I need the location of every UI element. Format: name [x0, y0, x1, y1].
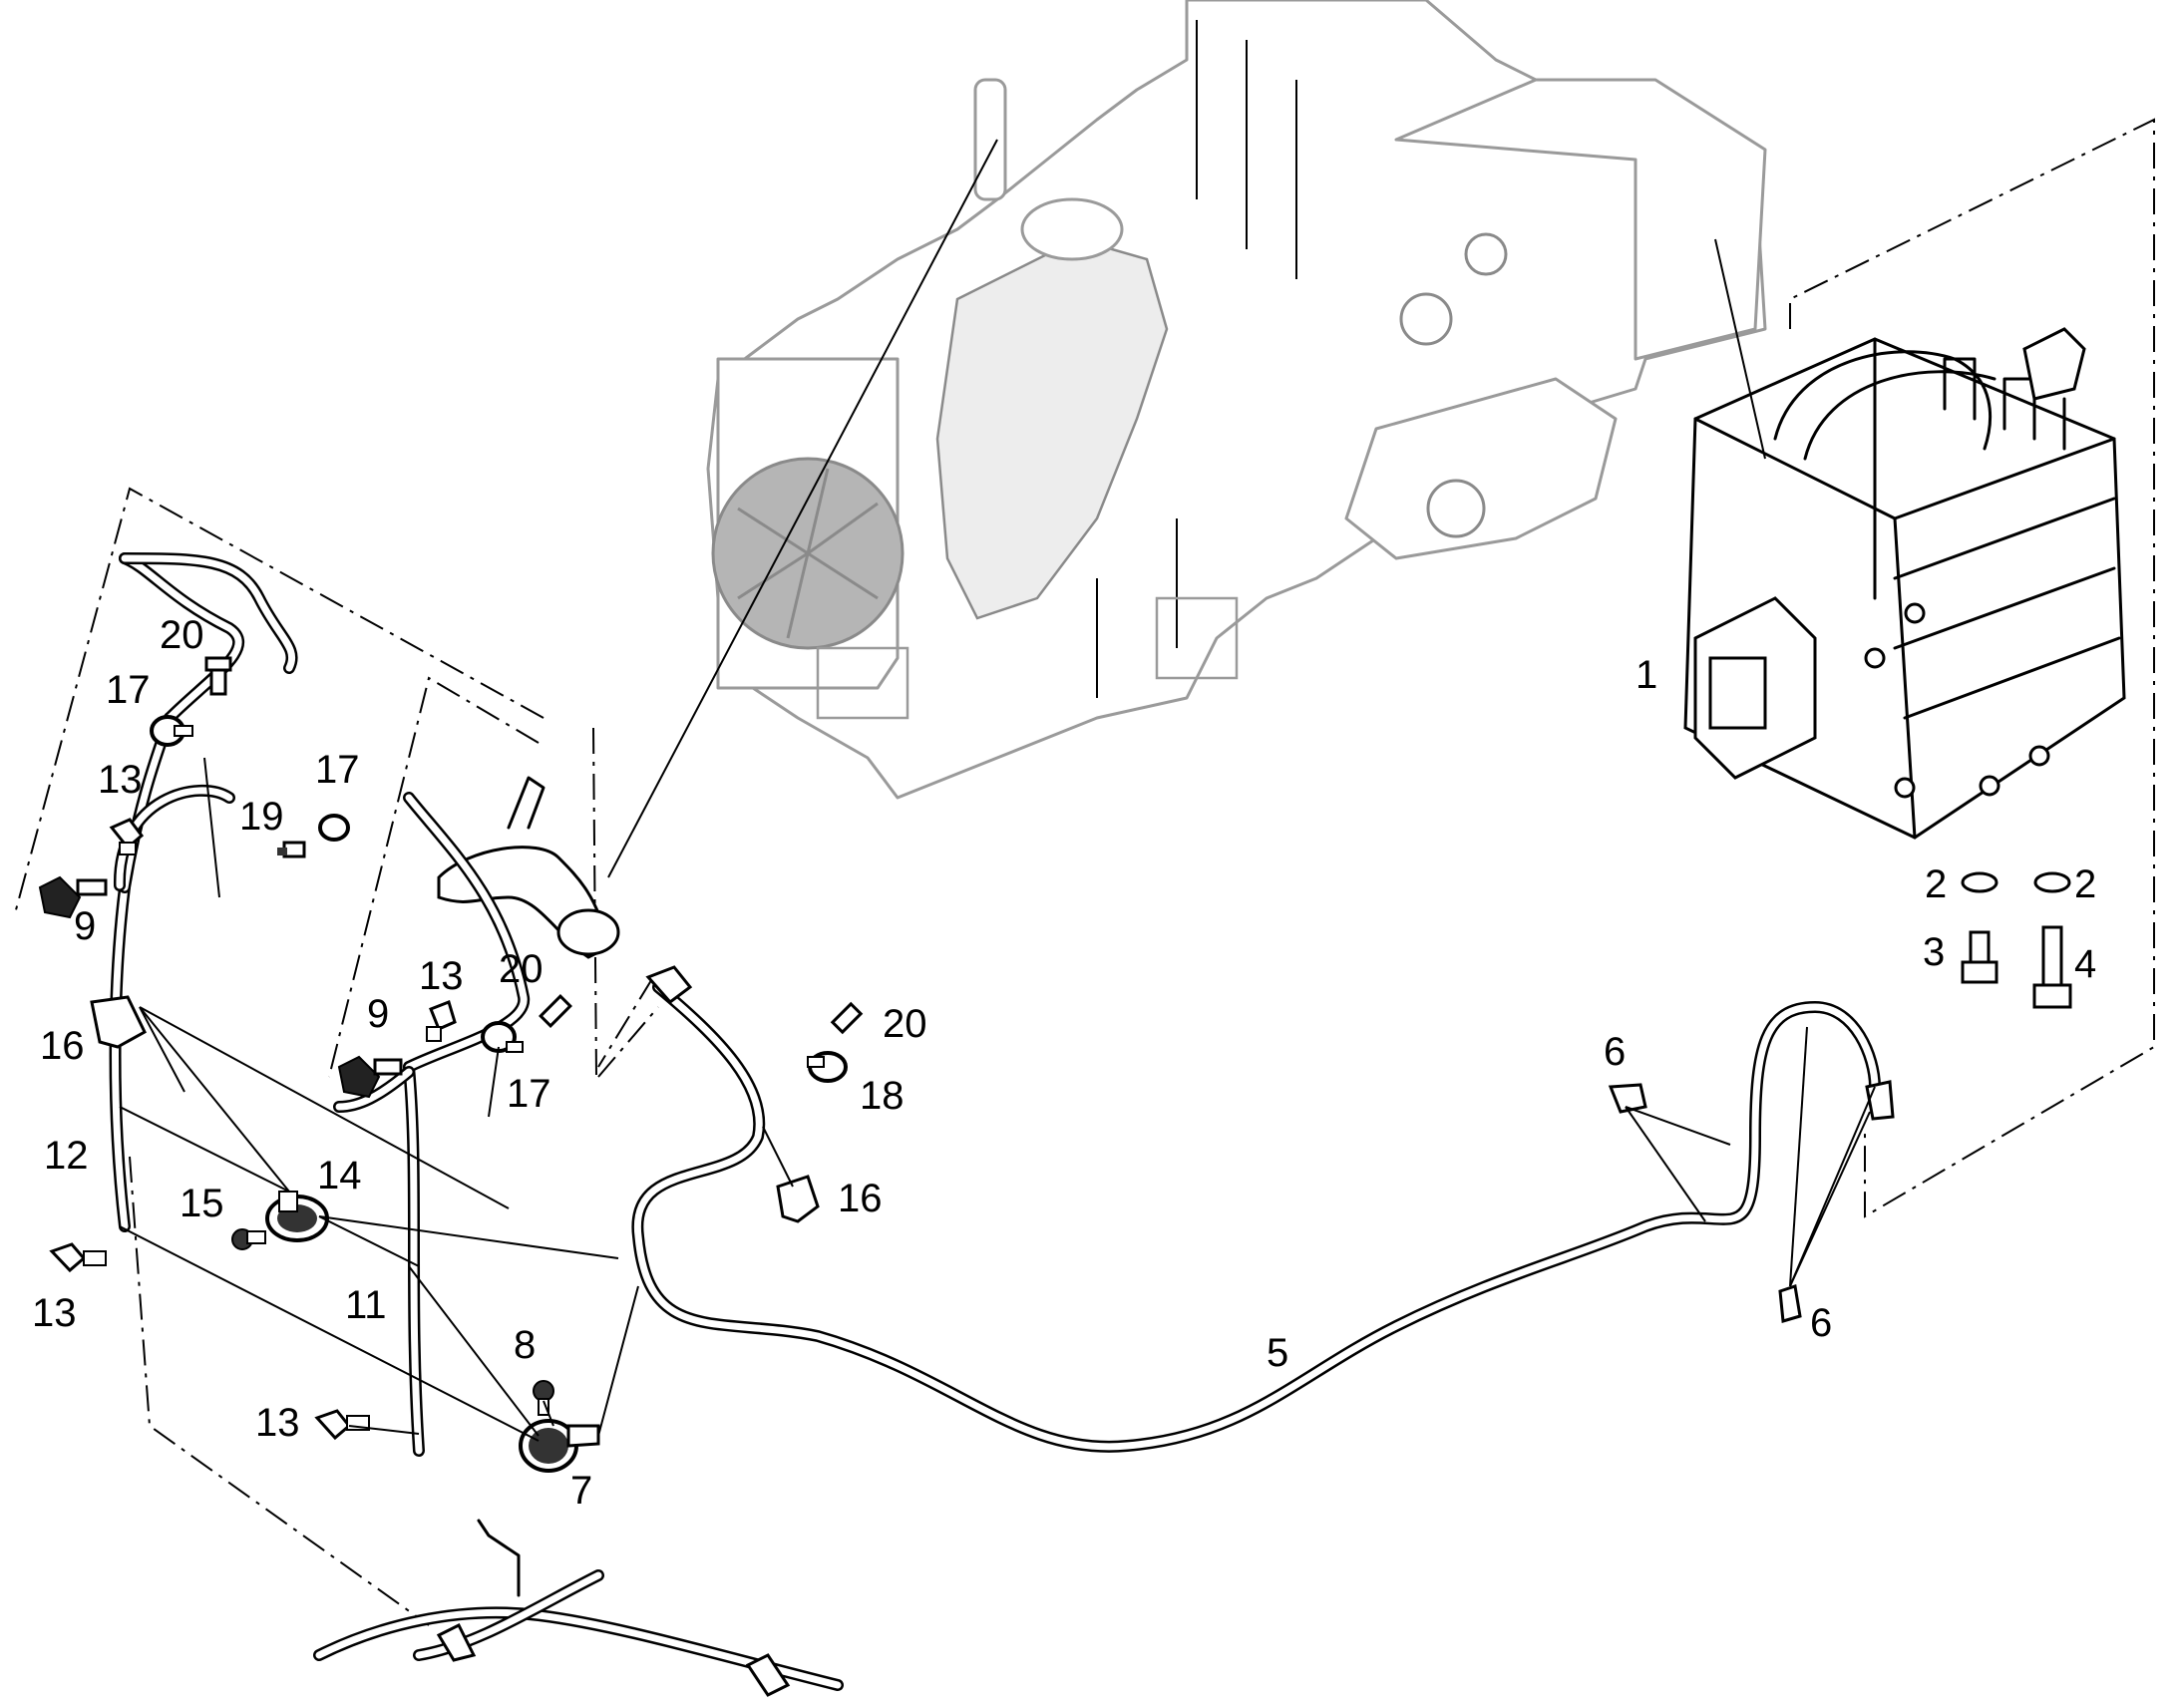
- callout-14: 14: [317, 1154, 362, 1197]
- screw-15: [231, 1228, 266, 1250]
- fan-blades: [737, 468, 879, 639]
- control-module-assembly: [1683, 327, 2126, 840]
- short-bolt: [1961, 930, 1998, 984]
- callout-17-c: 17: [507, 1072, 551, 1116]
- callout-2-right: 2: [2074, 862, 2096, 906]
- callout-labels: 1 2 2 3 4 5 6 6 7 8 9 9 11 12 13 13 13 1…: [32, 613, 2096, 1513]
- clip-6-upper: [1608, 1083, 1647, 1114]
- machine-chassis: [706, 0, 1767, 800]
- elbow-fitting-9-left: [38, 875, 108, 919]
- callout-6-upper: 6: [1604, 1030, 1626, 1074]
- fitting-19: [277, 841, 306, 858]
- callout-2-left: 2: [1925, 862, 1947, 906]
- reference-lines: [13, 118, 2155, 1626]
- p-clamp-14: [265, 1191, 329, 1242]
- callout-19: 19: [239, 795, 284, 839]
- callout-9-mid: 9: [367, 992, 389, 1036]
- p-clamp-7: [519, 1419, 600, 1473]
- callout-16-a: 16: [40, 1024, 85, 1068]
- callout-20-b: 20: [499, 947, 544, 991]
- clamp-17-c: [481, 1021, 524, 1053]
- callout-8: 8: [514, 1323, 536, 1367]
- leader-lines: [119, 757, 1876, 1442]
- bolt-20-b: [539, 994, 572, 1028]
- callout-18: 18: [860, 1074, 905, 1118]
- washer-right: [2033, 871, 2071, 893]
- connector-13-b: [426, 1000, 457, 1042]
- bolt-20-c: [830, 1001, 864, 1035]
- callout-13-b: 13: [419, 954, 464, 998]
- callout-5: 5: [1267, 1331, 1288, 1375]
- elbow-fitting-9-mid: [337, 1055, 403, 1099]
- callout-1: 1: [1635, 653, 1657, 697]
- callout-9-left: 9: [74, 904, 96, 948]
- callout-7: 7: [570, 1469, 592, 1513]
- grommet-16-a: [90, 995, 147, 1049]
- callout-12: 12: [44, 1134, 89, 1178]
- clip-6-lower: [1778, 1284, 1802, 1323]
- small-parts: [38, 656, 2072, 1697]
- clamp-18: [807, 1051, 848, 1083]
- callout-20-a: 20: [160, 613, 204, 657]
- connector-13-a: [109, 818, 145, 855]
- grommet-16-b: [776, 1175, 820, 1223]
- callout-13-a: 13: [98, 758, 143, 802]
- bolt-20-a: [204, 656, 232, 696]
- callout-3: 3: [1923, 930, 1945, 974]
- long-bolt: [2032, 925, 2072, 1009]
- callout-6-lower: 6: [1810, 1301, 1832, 1345]
- callout-13-c: 13: [32, 1291, 77, 1335]
- connector-13-d: [314, 1409, 370, 1441]
- screw-8: [533, 1380, 554, 1416]
- callout-13-d: 13: [255, 1401, 300, 1445]
- washer-left: [1961, 871, 1998, 893]
- clamp-17-a: [150, 715, 193, 747]
- callout-17-a: 17: [106, 668, 151, 712]
- callout-20-c: 20: [883, 1002, 927, 1046]
- callout-4: 4: [2074, 942, 2096, 986]
- callout-15: 15: [180, 1182, 224, 1225]
- fuel-cap-icon: [1464, 232, 1508, 276]
- callout-16-b: 16: [838, 1177, 883, 1220]
- clamp-17-b: [318, 814, 350, 842]
- callout-17-b: 17: [315, 748, 360, 792]
- callout-11: 11: [345, 1283, 387, 1327]
- connector-13-c: [49, 1242, 107, 1273]
- hose-lines: [109, 552, 1881, 1691]
